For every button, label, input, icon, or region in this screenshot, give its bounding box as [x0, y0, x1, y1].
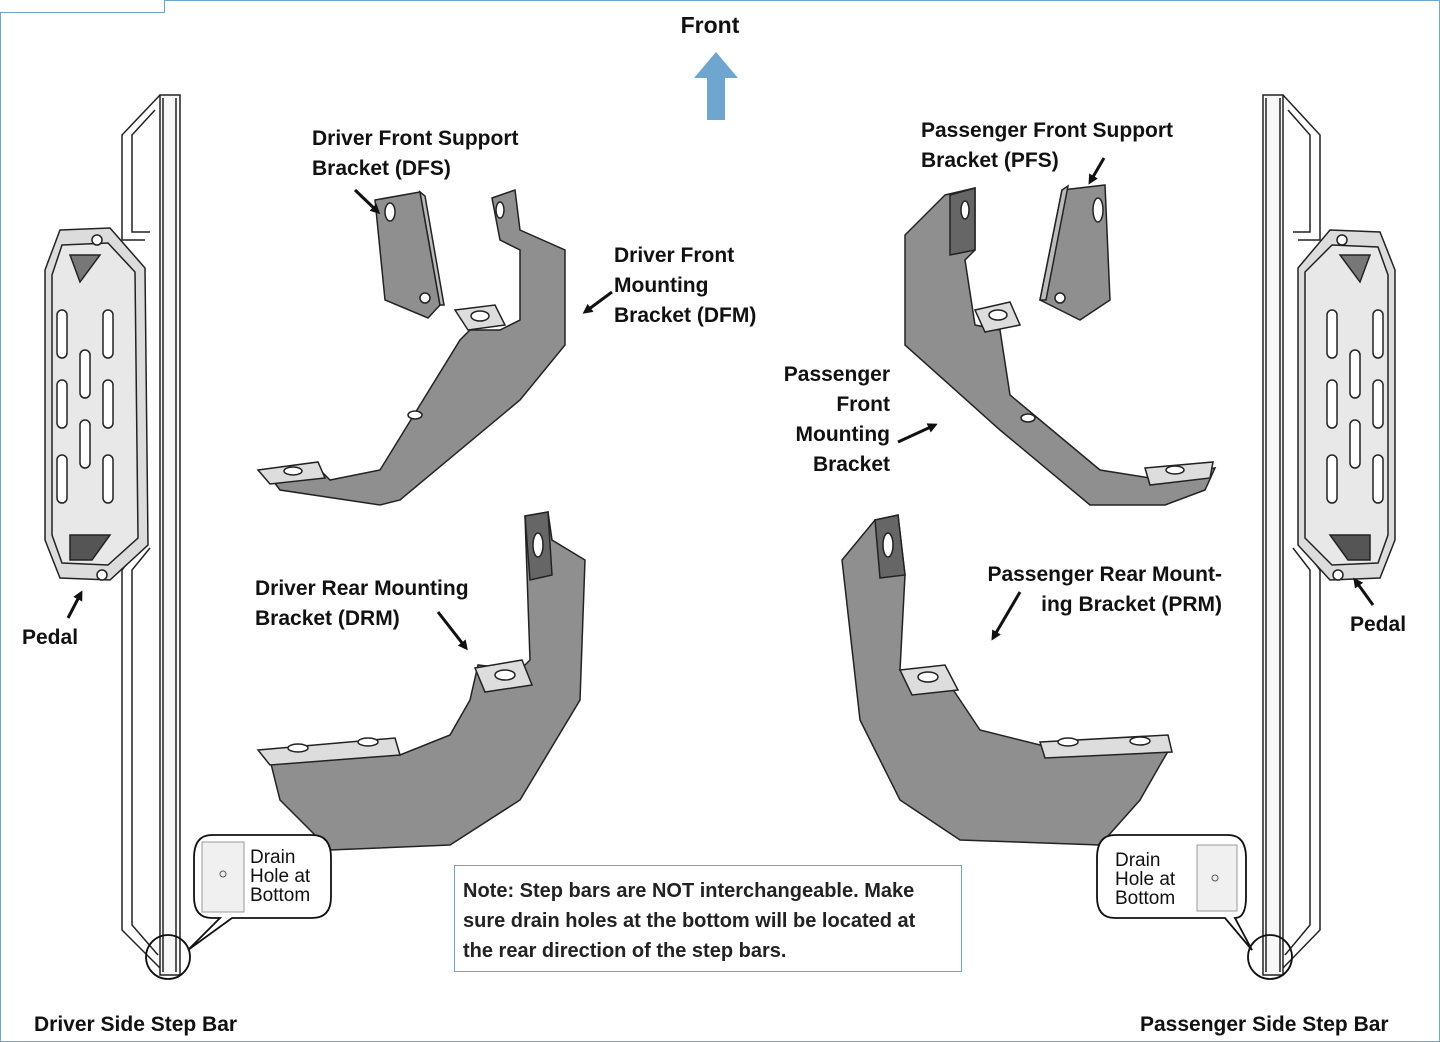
prm-bracket [841, 514, 1173, 846]
front-label: Front [680, 12, 740, 38]
prm-label: Passenger Rear Mount- ing Bracket (PRM) [960, 560, 1222, 620]
passenger-bar-label: Passenger Side Step Bar [1140, 1013, 1389, 1036]
pfs-bracket [1039, 184, 1111, 321]
dfs-label-line-2: Bracket (DFS) [312, 157, 451, 180]
drain-right-line-2: Hole at [1115, 869, 1176, 890]
drm-bracket [256, 511, 586, 851]
prm-label-line-1: Passenger Rear Mount- [987, 563, 1222, 586]
note-box: Note: Step bars are NOT interchangeable.… [454, 865, 962, 972]
driver-step-bar [121, 94, 181, 976]
dfm-label-line-2: Mounting [614, 274, 709, 297]
drain-left-line-3: Bottom [250, 885, 311, 906]
dfm-label-line-1: Driver Front [614, 244, 735, 267]
dfm-label: Driver Front Mounting Bracket (DFM) [614, 241, 756, 331]
driver-pedal [44, 227, 149, 581]
drm-label-line-2: Bracket (DRM) [255, 607, 400, 630]
pedal-label-right: Pedal [1350, 613, 1407, 636]
drain-label-right: Drain Hole at Bottom [1115, 851, 1175, 908]
pfm-label-line-3: Mounting [795, 423, 890, 446]
pointer-arrows [66, 157, 1375, 651]
dfm-label-line-3: Bracket (DFM) [614, 304, 757, 327]
drm-label: Driver Rear Mounting Bracket (DRM) [255, 574, 469, 634]
pfs-label-line-2: Bracket (PFS) [921, 149, 1059, 172]
pedal-label-left: Pedal [22, 626, 79, 649]
pfm-bracket [904, 187, 1217, 506]
pfm-label-line-1: Passenger [783, 363, 890, 386]
pfs-label: Passenger Front Support Bracket (PFS) [921, 116, 1173, 176]
driver-bar-label: Driver Side Step Bar [34, 1013, 238, 1036]
dfm-bracket [256, 188, 566, 506]
drm-label-line-1: Driver Rear Mounting [255, 577, 469, 600]
pfm-label: Passenger Front Mounting Bracket [740, 360, 890, 480]
pfs-label-line-1: Passenger Front Support [921, 119, 1174, 142]
pfm-label-line-4: Bracket [812, 453, 890, 476]
drain-callout-left [145, 834, 332, 980]
prm-label-line-2: ing Bracket (PRM) [1041, 593, 1222, 616]
drain-right-line-1: Drain [1115, 850, 1161, 871]
dfs-label: Driver Front Support Bracket (DFS) [312, 124, 519, 184]
front-arrow [694, 52, 738, 120]
drain-label-left: Drain Hole at Bottom [250, 848, 310, 905]
drain-left-line-2: Hole at [250, 866, 311, 887]
note-line-1: Note: Step bars are NOT interchangeable.… [463, 880, 915, 902]
drain-left-line-1: Drain [250, 847, 296, 868]
pfm-label-line-2: Front [836, 393, 890, 416]
drain-right-line-3: Bottom [1115, 888, 1176, 909]
note-line-2: sure drain holes at the bottom will be l… [463, 910, 916, 932]
drain-callout-right [1096, 834, 1293, 980]
note-line-3: the rear direction of the step bars. [463, 940, 787, 962]
dfs-bracket [374, 190, 445, 319]
dfs-label-line-1: Driver Front Support [312, 127, 519, 150]
passenger-pedal [1297, 229, 1396, 581]
corner-tab [0, 0, 165, 13]
